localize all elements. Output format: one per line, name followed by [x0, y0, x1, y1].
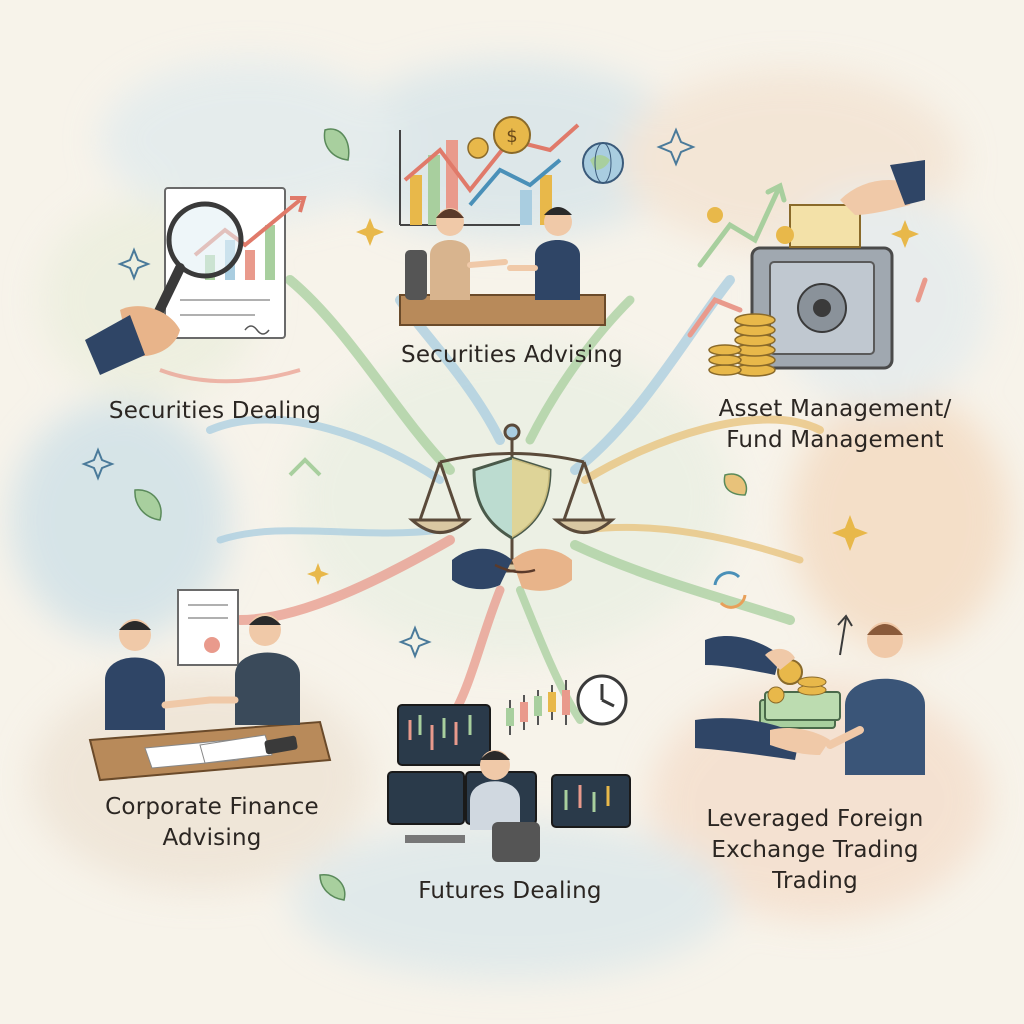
label-line: Futures Dealing [418, 878, 602, 904]
securities-dealing-illustration [85, 187, 307, 384]
handshake-icon [452, 548, 572, 591]
label-futures-dealing: Futures Dealing [400, 876, 620, 907]
asset-management-illustration [687, 160, 928, 377]
magnifier-icon [85, 201, 244, 375]
securities-advising-illustration: $ [399, 116, 624, 326]
trader-monitors-icon [387, 704, 631, 862]
label-securities-dealing: Securities Dealing [95, 396, 335, 427]
svg-text:$: $ [506, 126, 517, 147]
label-line: Corporate Finance [105, 794, 319, 820]
central-hub [408, 423, 616, 591]
clock-icon [576, 674, 628, 726]
two-advisors-icon [399, 207, 606, 326]
banknotes-icon [759, 691, 841, 729]
leaf-icon [134, 128, 748, 901]
coin-icon: $ [467, 116, 531, 159]
ribbon-to-securities-dealing [285, 275, 455, 475]
diamond-sparkle-icon [81, 127, 696, 659]
futures-dealing-illustration [387, 674, 631, 862]
label-line: Advising [162, 825, 262, 851]
label-line: Securities Dealing [108, 398, 322, 424]
label-line: Fund Management [726, 427, 944, 453]
shield-icon [472, 456, 552, 540]
refresh-arrows-icon [713, 571, 747, 609]
label-line: Securities Advising [401, 342, 623, 368]
lfx-trading-illustration [695, 571, 925, 775]
label-asset-management: Asset Management/ Fund Management [690, 394, 980, 456]
label-line: Asset Management/ [718, 396, 952, 422]
coin-stack-icon [708, 313, 776, 377]
label-securities-advising: Securities Advising [392, 340, 632, 371]
coin-exchange-icon [695, 614, 925, 775]
decorations [81, 127, 919, 901]
label-line: Leveraged Foreign [706, 806, 924, 832]
sparkle-icon [307, 218, 919, 585]
candlestick-chart-icon [506, 680, 570, 735]
ribbon-to-lfx-trading [570, 540, 795, 625]
label-line: Exchange Trading [711, 837, 919, 863]
chevron-up-icon [288, 457, 322, 477]
corporate-finance-illustration [88, 589, 332, 782]
certificate-icon [789, 160, 925, 248]
label-leveraged-fx-trading: Leveraged Foreign Exchange Trading Tradi… [690, 804, 940, 897]
phone-icon [264, 735, 298, 755]
label-corporate-finance-advising: Corporate Finance Advising [92, 792, 332, 854]
safe-icon [750, 246, 894, 370]
label-line: Trading [772, 868, 858, 894]
globe-icon [582, 142, 624, 184]
contract-icon [177, 589, 239, 666]
handshake-meeting-icon [88, 614, 332, 782]
up-arrow-icon [687, 182, 928, 338]
